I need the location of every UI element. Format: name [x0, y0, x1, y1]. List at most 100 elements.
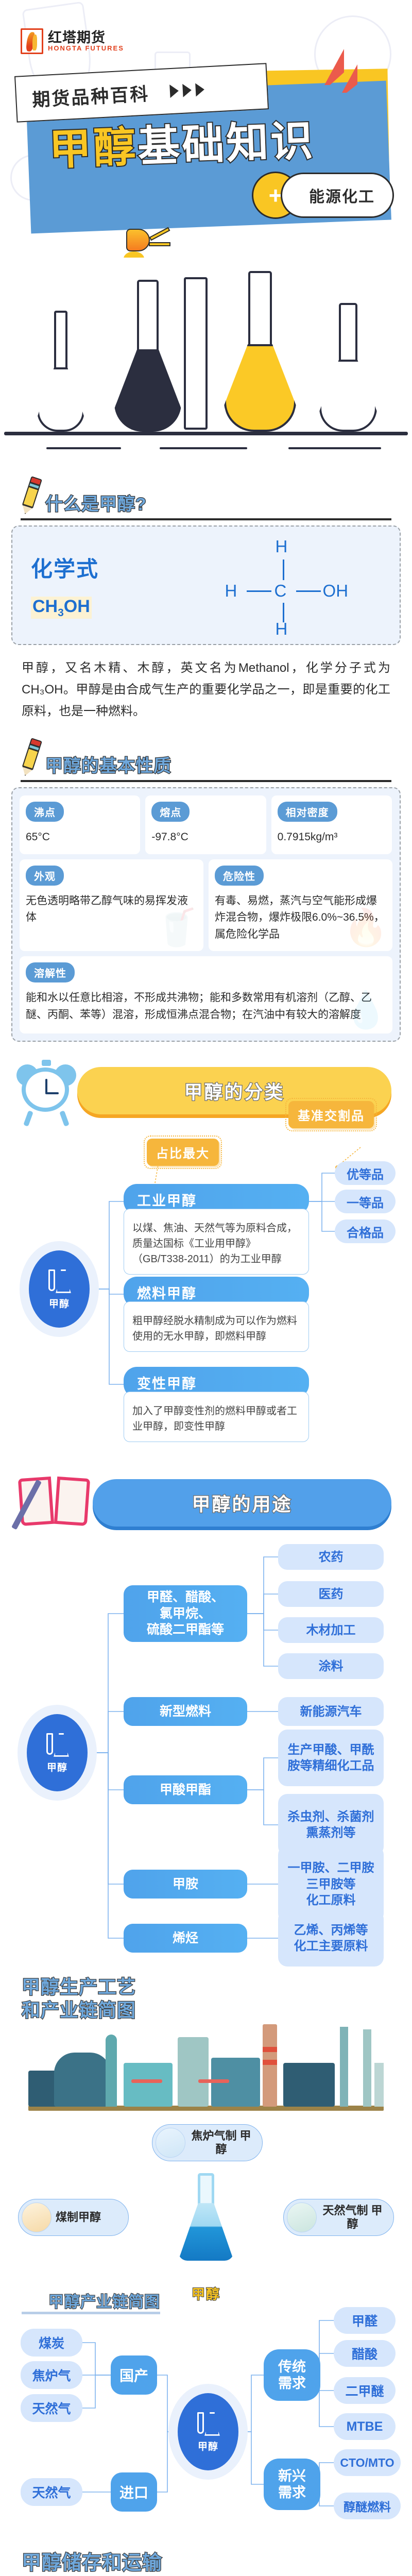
use-leaf[interactable]: 医药	[278, 1581, 384, 1607]
grade-item[interactable]: 优等品	[335, 1161, 396, 1185]
heading-production-line2: 和产业链简图	[21, 1999, 136, 2022]
flask-yellow-filled	[224, 271, 296, 432]
use-leaf[interactable]: 木材加工	[278, 1617, 384, 1643]
chain-domestic-node[interactable]: 国产	[111, 2355, 157, 2395]
section-heading-properties: 甲醇的基本性质	[0, 725, 412, 779]
banner-uses-label: 甲醇的用途	[93, 1479, 391, 1527]
brand-name-en: HONGTA FUTURES	[48, 44, 124, 53]
bond-left	[246, 590, 271, 592]
use-leaf[interactable]: 乙烯、丙烯等 化工主要原料	[278, 1910, 384, 1967]
chain-import-node[interactable]: 进口	[111, 2472, 157, 2512]
flask-dark-filled	[114, 280, 181, 432]
chain-traditional-demand[interactable]: 传统 需求	[264, 2349, 320, 2401]
coke-oven-icon	[156, 2128, 185, 2158]
atom-h-left: H	[225, 581, 237, 600]
hub-label: 甲醇	[197, 2441, 218, 2452]
pencil-icon	[15, 474, 48, 517]
use-branch-title[interactable]: 甲胺	[124, 1870, 247, 1899]
chain-upstream-source[interactable]: 天然气	[21, 2394, 82, 2422]
property-label: 外观	[26, 865, 64, 886]
decorative-watermark-icon: 🔥	[343, 907, 388, 948]
route-coal-label: 煤制甲醇	[56, 2210, 101, 2224]
heading-industry-chain: 甲醇产业链简图	[22, 2284, 160, 2315]
chain-traditional-item[interactable]: 二甲醚	[334, 2377, 396, 2404]
property-label: 沸点	[26, 802, 64, 822]
atom-c-center: C	[274, 581, 287, 600]
structural-formula: H H C OH H	[184, 534, 392, 638]
hub-label: 甲醇	[46, 1762, 67, 1773]
hero-category-pill: + 能源化工	[252, 172, 394, 219]
formula-value: CH3OH	[31, 596, 92, 619]
heading-production-line1: 甲醇生产工艺	[21, 1976, 136, 1998]
hero-category-label: 能源化工	[281, 173, 394, 218]
classification-branch: 工业甲醇以煤、焦油、天然气等为原料合成，质量达国标《工业用甲醇》（GB/T338…	[124, 1184, 309, 1275]
atom-oh-right: OH	[322, 581, 349, 600]
property-value: -97.8°C	[151, 831, 188, 843]
use-branch-title[interactable]: 甲醛、醋酸、 氯甲烷、 硫酸二甲酯等	[124, 1585, 247, 1642]
chain-hub: 甲醇	[178, 2393, 238, 2471]
chain-upstream-source[interactable]: 焦炉气	[21, 2361, 82, 2389]
page-title-primary: 甲醇	[47, 123, 140, 175]
tag-largest-share: 占比最大	[144, 1136, 222, 1170]
formula-title: 化学式	[31, 556, 99, 581]
chain-traditional-item[interactable]: MTBE	[334, 2413, 396, 2441]
route-coke-oven-label: 焦炉气制 甲醇	[191, 2129, 251, 2156]
chain-traditional-item[interactable]: 甲醛	[334, 2307, 396, 2334]
banner-uses: 甲醇的用途	[0, 1454, 412, 1536]
grade-item[interactable]: 合格品	[335, 1219, 396, 1244]
use-leaf[interactable]: 涂料	[278, 1653, 384, 1680]
chain-new-item[interactable]: CTO/MTO	[334, 2449, 401, 2477]
open-book-icon	[11, 1475, 93, 1531]
property-value: 能和水以任意比相溶，不形成共沸物；能和多数常用有机溶剂（乙醇、乙醚、丙酮、苯等）…	[26, 992, 372, 1021]
route-coal[interactable]: 煤制甲醇	[18, 2199, 129, 2236]
use-leaf[interactable]: 生产甲酸、甲酰胺等精细化工品	[278, 1730, 384, 1787]
classification-mindmap: 甲醇 基准交割品 占比最大 优等品一等品合格品 工业甲醇以煤、焦油、天然气等为原…	[0, 1098, 412, 1454]
use-branch-title[interactable]: 甲酸甲酯	[124, 1775, 247, 1805]
brand-logo: 红塔期货 HONGTA FUTURES	[21, 28, 124, 54]
heading-underline	[21, 518, 391, 520]
branch-description: 加入了甲醇变性剂的燃料甲醇或者工业甲醇，即变性甲醇	[124, 1392, 309, 1443]
route-natural-gas[interactable]: 天然气制 甲醇	[283, 2199, 394, 2236]
methanol-beaker-label: 甲醇	[191, 2286, 221, 2302]
property-value: 无色透明略带乙醇气味的易挥发液体	[26, 894, 188, 924]
chain-upstream-source[interactable]: 煤炭	[21, 2329, 82, 2357]
grade-item[interactable]: 一等品	[335, 1190, 396, 1214]
heading-storage-transport: 甲醇储存和运输	[21, 2552, 163, 2574]
bond-vertical-bottom	[282, 603, 284, 622]
classification-hub: 甲醇	[29, 1250, 90, 1328]
alarm-clock-icon	[15, 1060, 77, 1127]
factory-illustration	[28, 2024, 384, 2114]
heading-what-is-methanol: 什么是甲醇?	[45, 494, 147, 514]
property-label: 熔点	[151, 802, 190, 822]
heading-production: 甲醇生产工艺 和产业链简图	[0, 1964, 412, 2022]
chain-traditional-item[interactable]: 醋酸	[334, 2340, 396, 2367]
brand-name-cn: 红塔期货	[48, 30, 106, 45]
flask-clear-right	[319, 303, 377, 432]
property-card: 熔点 -97.8°C	[145, 795, 266, 854]
chain-upstream-source-import[interactable]: 天然气	[21, 2478, 82, 2506]
flask-clear-small	[37, 311, 84, 432]
route-coke-oven[interactable]: 焦炉气制 甲醇	[152, 2124, 263, 2162]
coal-truck-icon	[22, 2202, 52, 2233]
property-label: 相对密度	[277, 802, 337, 822]
chain-new-demand[interactable]: 新兴 需求	[264, 2459, 320, 2511]
hub-label: 甲醇	[48, 1298, 70, 1310]
methanol-beaker-icon	[178, 2173, 234, 2261]
use-branch-title[interactable]: 烯烃	[124, 1924, 247, 1953]
decorative-watermark-icon: 🥤	[154, 907, 199, 948]
chain-new-item[interactable]: 醇醚燃料	[334, 2493, 401, 2520]
section-heading-what-is-methanol: 什么是甲醇?	[0, 464, 412, 517]
atom-h-bottom: H	[275, 619, 288, 638]
intro-paragraph: 甲醇，又名木精、木醇，英文名为Methanol，化学分子式为CH₃OH。甲醇是由…	[22, 661, 390, 718]
flask-icon	[196, 2411, 220, 2437]
megaphone-icon	[124, 227, 170, 258]
flame-logo-icon	[21, 28, 43, 54]
lab-glassware-illustration	[0, 258, 412, 464]
use-branch-title[interactable]: 新型燃料	[124, 1697, 247, 1726]
heading-properties: 甲醇的基本性质	[45, 755, 172, 776]
use-leaf[interactable]: 新能源汽车	[278, 1697, 384, 1726]
use-leaf[interactable]: 农药	[278, 1544, 384, 1570]
uses-hub: 甲醇	[27, 1714, 88, 1792]
